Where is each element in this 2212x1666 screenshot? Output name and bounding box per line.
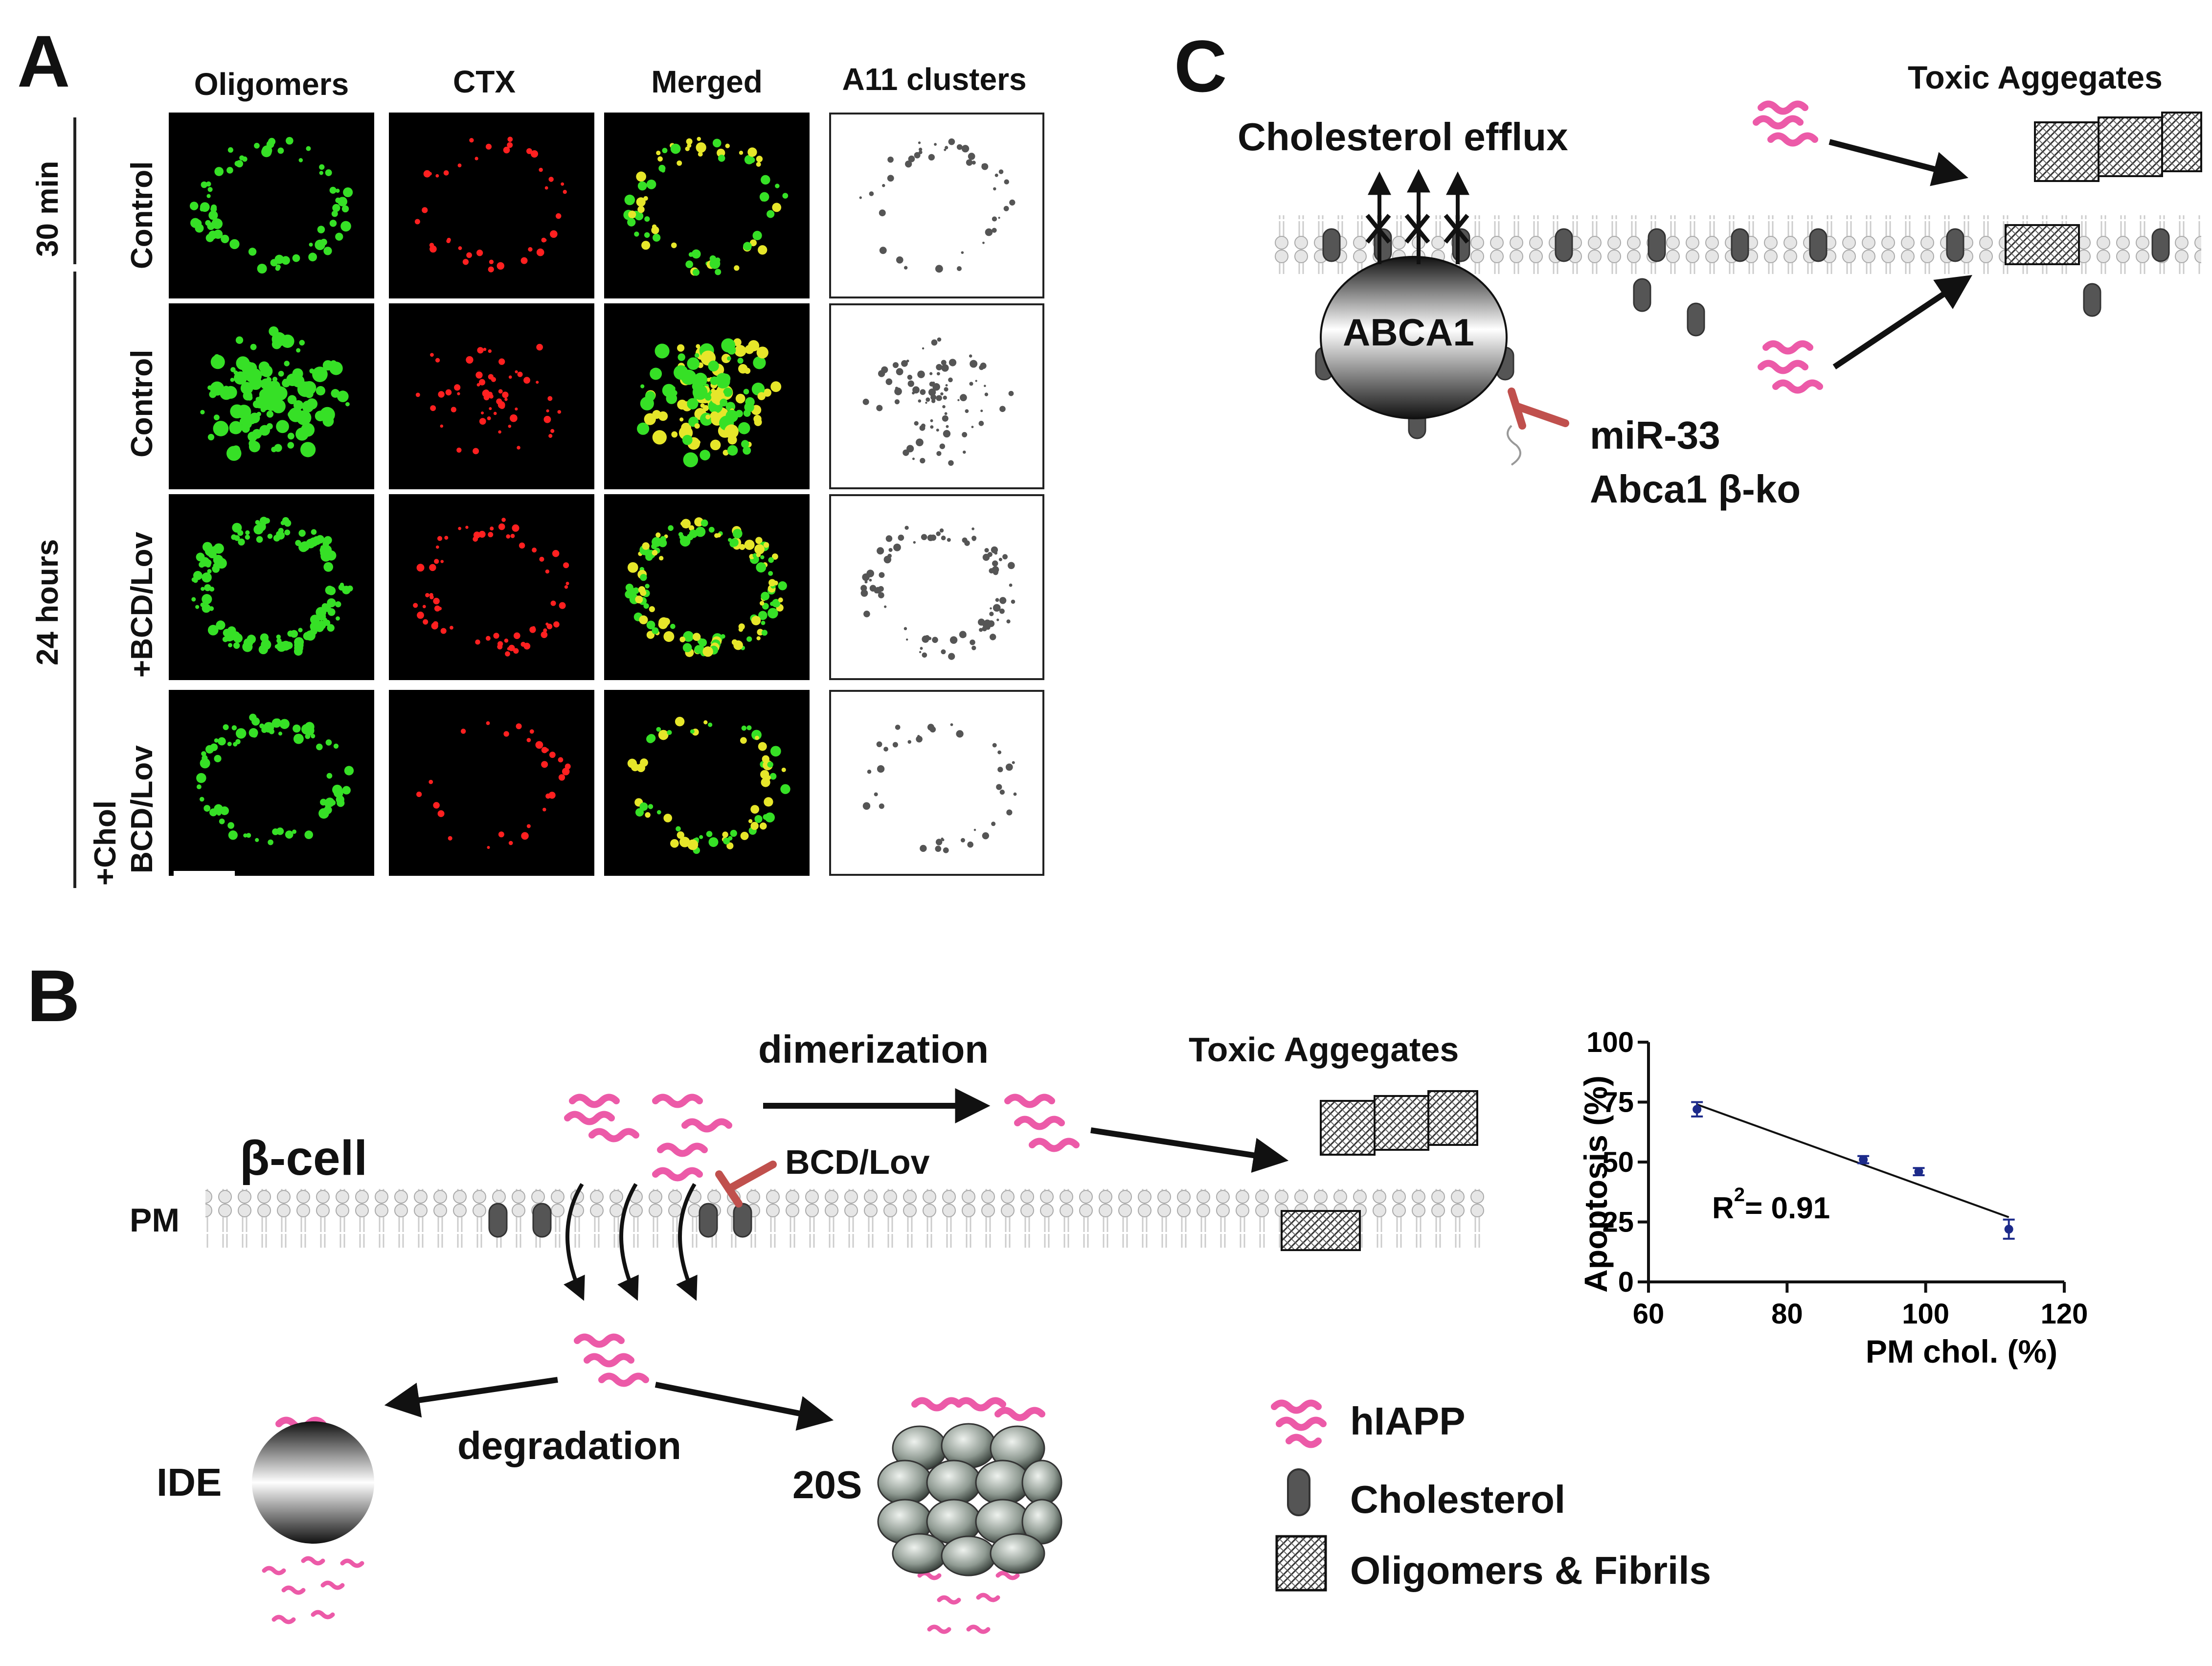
y-tick-label: 100: [1586, 1027, 1634, 1058]
proteasome-20s: [877, 1423, 1062, 1576]
membrane-b: [205, 1189, 1487, 1248]
y-axis-label: Apoptosis (%): [1578, 1075, 1614, 1293]
col-header-a11: A11 clusters: [842, 62, 1027, 97]
panel-b-toxic-label: Toxic Aggegates: [1189, 1030, 1459, 1069]
y-tick-label: 75: [1602, 1087, 1634, 1118]
panel-b-diagram: [205, 1088, 1487, 1634]
row-label-control-1: Control: [125, 161, 159, 269]
hiapp-icon: [1271, 1399, 1327, 1448]
y-tick-label: 50: [1602, 1146, 1634, 1178]
col-header-merged: Merged: [651, 64, 763, 99]
row-label-chol-bcdlov: BCD/Lov: [125, 745, 159, 873]
x-axis-label: PM chol. (%): [1866, 1333, 2057, 1369]
micrograph-r1-c1: [169, 113, 374, 298]
micrograph-r1-c2: [389, 113, 594, 298]
fibril-icon: [1275, 1535, 1327, 1592]
fit-line: [1696, 1103, 2009, 1218]
x-tick-label: 120: [2041, 1298, 2088, 1330]
y-tick-label: 25: [1602, 1207, 1634, 1238]
col-header-oligomers: Oligomers: [194, 67, 349, 102]
cholesterol-efflux-label: Cholesterol efflux: [1238, 115, 1568, 159]
micrograph-r2-c2: [389, 303, 594, 489]
x-tick-label: 60: [1633, 1298, 1665, 1330]
panel-c-diagram: [1272, 100, 2202, 466]
legend-hiapp-label: hIAPP: [1350, 1399, 1466, 1443]
micrograph-r1-c3: [604, 113, 810, 298]
x-tick-label: 100: [1902, 1298, 1949, 1330]
apoptosis-chart: Apoptosis (%) PM chol. (%) 0 25 50 75 100 60 8…: [1578, 1027, 2088, 1369]
time-line-24h: [73, 272, 76, 888]
panel-b-letter: B: [27, 955, 80, 1037]
abca1-ko-label: Abca1 β-ko: [1590, 467, 1801, 511]
panel-a-letter: A: [17, 20, 70, 102]
data-point-1: [1693, 1105, 1702, 1114]
micrograph-r2-c3: [604, 303, 810, 489]
proteasome-20s-label: 20S: [792, 1463, 862, 1506]
data-point-4: [2004, 1225, 2013, 1234]
time-label-30min: 30 min: [31, 160, 65, 257]
micrograph-r2-c1: [169, 303, 374, 489]
mir33-label: miR-33: [1590, 413, 1720, 457]
legend: hIAPP Cholesterol Oligomers & Fibrils: [1262, 1380, 1898, 1595]
bcdlov-inhibitor-label: BCD/Lov: [785, 1143, 930, 1181]
data-point-3: [1914, 1167, 1923, 1176]
micrograph-r3-c2: [389, 494, 594, 680]
time-label-24h: 24 hours: [31, 539, 65, 665]
row-label-bcdlov: +BCD/Lov: [125, 532, 159, 678]
chart-axes: 0 25 50 75 100 60 80 100 120: [1586, 1027, 2088, 1330]
abca1-label: ABCA1: [1343, 311, 1474, 354]
panel-c-toxic-label: Toxic Aggegates: [1908, 59, 2163, 95]
abca1-transporter: [1320, 256, 1508, 419]
degradation-label: degradation: [457, 1424, 681, 1467]
legend-cholesterol-label: Cholesterol: [1350, 1478, 1566, 1521]
row-label-control-2: Control: [125, 349, 159, 457]
col-header-ctx: CTX: [453, 64, 516, 99]
beta-cell-label: β-cell: [240, 1131, 368, 1186]
micrograph-r2-c4: [829, 303, 1044, 489]
row-label-chol: +Chol: [89, 800, 122, 886]
r2-annotation: R2= 0.91: [1712, 1184, 1830, 1225]
micrograph-r3-c1: [169, 494, 374, 680]
micrograph-r4-c4: [829, 690, 1044, 876]
scale-bar: [174, 871, 235, 877]
ide-label: IDE: [157, 1461, 222, 1504]
micrograph-r3-c4: [829, 494, 1044, 680]
time-line-30min: [73, 117, 76, 264]
micrograph-r3-c3: [604, 494, 810, 680]
chart-marks: [1691, 1101, 2015, 1240]
pm-label: PM: [130, 1202, 180, 1239]
micrograph-r4-c3: [604, 690, 810, 876]
x-tick-label: 80: [1771, 1298, 1803, 1330]
panel-c-letter: C: [1174, 25, 1227, 107]
ide-enzyme: [252, 1421, 374, 1544]
y-tick-label: 0: [1618, 1266, 1634, 1298]
cholesterol-icon: [1287, 1468, 1310, 1516]
micrograph-r1-c4: [829, 113, 1044, 298]
data-point-2: [1859, 1155, 1868, 1164]
micrograph-r4-c1: [169, 690, 374, 876]
dimerization-label: dimerization: [758, 1027, 989, 1071]
legend-fibrils-label: Oligomers & Fibrils: [1350, 1549, 1711, 1592]
micrograph-r4-c2: [389, 690, 594, 876]
